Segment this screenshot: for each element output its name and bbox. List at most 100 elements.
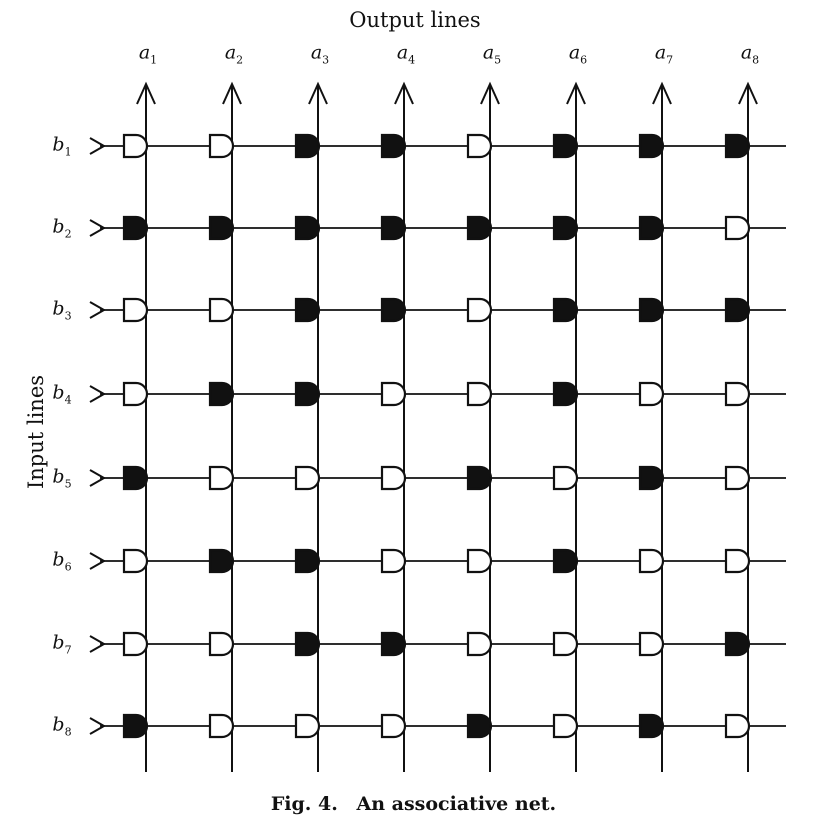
synapse-node-b3-a5-inactive: [466, 297, 493, 323]
input-arrow-icon: [89, 469, 107, 487]
synapse-node-b7-a8-active: [724, 631, 751, 657]
arrowhead-icon: [394, 81, 414, 105]
output-label-a5: a5: [482, 41, 502, 67]
arrowhead-icon: [308, 81, 328, 105]
synapse-node-b6-a4-inactive: [380, 548, 407, 574]
synapse-node-b7-a2-inactive: [208, 631, 235, 657]
synapse-node-b2-a6-active: [552, 215, 579, 241]
synapse-node-b6-a6-active: [552, 548, 579, 574]
synapse-node-b2-a4-active: [380, 215, 407, 241]
synapse-node-b6-a2-active: [208, 548, 235, 574]
synapse-node-b3-a1-inactive: [122, 297, 149, 323]
input-line-b6: [89, 552, 786, 570]
synapse-node-b2-a3-active: [294, 215, 321, 241]
synapse-node-b3-a7-active: [638, 297, 665, 323]
synapse-node-b2-a2-active: [208, 215, 235, 241]
synapse-node-b1-a4-active: [380, 133, 407, 159]
synapse-node-b7-a4-active: [380, 631, 407, 657]
synapse-node-b7-a3-active: [294, 631, 321, 657]
output-label-a7: a7: [654, 41, 674, 67]
input-lines-label: Input lines: [24, 374, 48, 490]
synapse-node-b7-a5-inactive: [466, 631, 493, 657]
synapse-node-b5-a1-active: [122, 465, 149, 491]
output-lines-heading: Output lines: [349, 8, 481, 32]
input-label-b1: b1: [52, 133, 72, 159]
input-line-b4: [89, 385, 786, 403]
synapse-node-b5-a7-active: [638, 465, 665, 491]
output-line-a7: [652, 81, 672, 772]
synapse-node-b8-a8-inactive: [724, 713, 751, 739]
input-label-b8: b8: [52, 713, 72, 739]
input-line-b1: [89, 137, 786, 155]
synapse-node-b6-a3-active: [294, 548, 321, 574]
input-label-b7: b7: [52, 631, 72, 657]
input-arrow-icon: [89, 219, 107, 237]
output-label-a4: a4: [396, 41, 416, 67]
synapse-node-b4-a2-active: [208, 381, 235, 407]
input-label-b4: b4: [52, 381, 72, 407]
synapse-node-b2-a7-active: [638, 215, 665, 241]
output-label-a6: a6: [568, 41, 588, 67]
synapse-node-b2-a5-active: [466, 215, 493, 241]
synapse-node-b8-a7-active: [638, 713, 665, 739]
synapse-node-b5-a4-inactive: [380, 465, 407, 491]
synapse-node-b5-a6-inactive: [552, 465, 579, 491]
synapse-node-b1-a5-inactive: [466, 133, 493, 159]
synapse-node-b1-a8-active: [724, 133, 751, 159]
synapse-node-b1-a2-inactive: [208, 133, 235, 159]
synapse-node-b1-a3-active: [294, 133, 321, 159]
synapse-node-b1-a1-inactive: [122, 133, 149, 159]
synapse-node-b4-a7-inactive: [638, 381, 665, 407]
arrowhead-icon: [222, 81, 242, 105]
input-label-b6: b6: [52, 548, 72, 574]
input-label-b3: b3: [52, 297, 72, 323]
output-line-a4: [394, 81, 414, 772]
synapse-node-b4-a3-active: [294, 381, 321, 407]
synapse-node-b1-a6-active: [552, 133, 579, 159]
input-arrow-icon: [89, 717, 107, 735]
input-arrow-icon: [89, 137, 107, 155]
synapse-node-b5-a2-inactive: [208, 465, 235, 491]
input-arrow-icon: [89, 301, 107, 319]
synapse-node-b2-a8-inactive: [724, 215, 751, 241]
synapse-node-b8-a6-inactive: [552, 713, 579, 739]
input-line-b7: [89, 635, 786, 653]
output-line-a6: [566, 81, 586, 772]
synapse-node-b4-a1-inactive: [122, 381, 149, 407]
input-label-b2: b2: [52, 215, 72, 241]
synapse-node-b1-a7-active: [638, 133, 665, 159]
output-line-a8: [738, 81, 758, 772]
output-line-a2: [222, 81, 242, 772]
input-line-b2: [89, 219, 786, 237]
arrowhead-icon: [566, 81, 586, 105]
synapse-node-b6-a5-inactive: [466, 548, 493, 574]
input-arrow-icon: [89, 552, 107, 570]
synapse-node-b6-a1-inactive: [122, 548, 149, 574]
synapse-node-b7-a6-inactive: [552, 631, 579, 657]
synapse-node-b4-a8-inactive: [724, 381, 751, 407]
output-label-a1: a1: [138, 41, 158, 67]
arrowhead-icon: [480, 81, 500, 105]
synapse-node-b4-a5-inactive: [466, 381, 493, 407]
synapse-node-b4-a6-active: [552, 381, 579, 407]
output-label-a8: a8: [740, 41, 760, 67]
output-line-a3: [308, 81, 328, 772]
output-label-a3: a3: [310, 41, 330, 67]
input-line-b3: [89, 301, 786, 319]
synapse-node-b4-a4-inactive: [380, 381, 407, 407]
synapse-node-b3-a6-active: [552, 297, 579, 323]
input-line-b5: [89, 469, 786, 487]
arrowhead-icon: [738, 81, 758, 105]
synapse-node-b5-a3-inactive: [294, 465, 321, 491]
synapse-node-b3-a3-active: [294, 297, 321, 323]
synapse-node-b8-a5-active: [466, 713, 493, 739]
figure-caption-text: An associative net.: [356, 793, 557, 815]
output-line-a1: [136, 81, 156, 772]
synapse-node-b3-a4-active: [380, 297, 407, 323]
synapse-node-b2-a1-active: [122, 215, 149, 241]
synapse-node-b8-a3-inactive: [294, 713, 321, 739]
synapse-node-b8-a1-active: [122, 713, 149, 739]
synapse-node-b7-a1-inactive: [122, 631, 149, 657]
input-arrow-icon: [89, 635, 107, 653]
